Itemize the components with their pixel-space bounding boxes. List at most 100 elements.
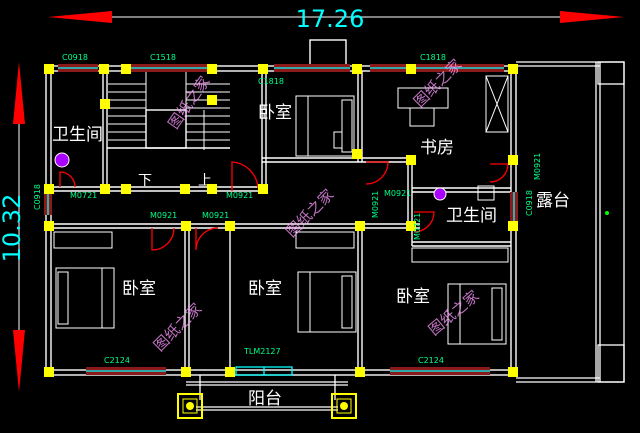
column	[258, 184, 268, 194]
watermarks: 图纸之家 图纸之家 图纸之家 图纸之家 图纸之家	[150, 56, 482, 355]
sink-right-icon	[433, 185, 495, 201]
column	[352, 149, 362, 159]
arrow-right-icon	[560, 11, 624, 23]
label-c1518: C1518	[150, 53, 176, 62]
label-c1818-top: C1818	[420, 53, 446, 62]
column	[225, 221, 235, 231]
arrow-down-icon	[13, 330, 25, 392]
label-m0921-b: M0921	[202, 211, 229, 220]
column	[100, 99, 110, 109]
column	[258, 64, 268, 74]
width-dimension-label: 17.26	[296, 5, 365, 33]
toilet-left-icon	[54, 152, 70, 168]
room-label-study: 书房	[420, 138, 454, 158]
balcony-post-right-icon	[331, 393, 357, 419]
column	[99, 64, 109, 74]
room-label-bathroom-left: 卫生间	[52, 125, 103, 145]
room-label-bedroom-mid: 卧室	[248, 279, 282, 299]
column	[121, 184, 131, 194]
label-m0921-right: M0921	[533, 153, 542, 180]
windows	[44, 64, 518, 376]
watermark: 图纸之家	[410, 56, 465, 111]
door-stair	[231, 161, 259, 191]
column	[121, 64, 131, 74]
window-bedroom-top	[274, 64, 350, 72]
label-tlm2127: TLM2127	[243, 347, 281, 356]
room-labels: 卫生间 卧室 书房 卫生间 露台 卧室 卧室 卧室 阳台	[52, 103, 570, 409]
wardrobe-icon	[53, 231, 509, 263]
watermark: 图纸之家	[425, 287, 483, 339]
column	[352, 64, 362, 74]
balcony-post-left-icon	[177, 393, 203, 419]
watermark: 图纸之家	[150, 300, 205, 355]
window-right-side	[510, 192, 518, 222]
arrow-up-icon	[13, 62, 25, 124]
window-stair	[128, 64, 208, 72]
column	[44, 367, 54, 377]
staircase	[108, 72, 230, 150]
column	[44, 221, 54, 231]
desk-icon	[397, 75, 509, 133]
terrace-corner-bottom	[597, 344, 625, 383]
door-labels: M0721 M0921 M0921 M0921 M0921 M0921 M092…	[70, 153, 542, 240]
door-bath-left	[59, 171, 76, 188]
label-c0918-right: C0918	[525, 190, 534, 216]
column	[207, 95, 217, 105]
column	[44, 184, 54, 194]
window-labels: C0918 C1518 C1818 C1818 C0918 C0918 C212…	[33, 53, 534, 365]
window-bottom-left	[86, 367, 166, 375]
door-bath-right	[413, 211, 435, 233]
balcony-outline	[186, 375, 348, 411]
room-label-bedroom-right: 卧室	[396, 287, 430, 307]
room-label-bedroom-left: 卧室	[122, 279, 156, 299]
label-c2124-left: C2124	[104, 356, 130, 365]
watermark: 图纸之家	[165, 73, 214, 132]
column	[355, 367, 365, 377]
terrace-corner-top	[597, 61, 625, 85]
stair-down-label: 下	[138, 173, 152, 189]
column	[44, 64, 54, 74]
column	[207, 64, 217, 74]
column	[508, 367, 518, 377]
terrace-drain-icon	[605, 211, 609, 215]
height-dimension-label: 10.32	[0, 194, 26, 263]
room-label-bathroom-right: 卫生间	[446, 206, 497, 226]
window-study	[370, 64, 504, 72]
column	[406, 64, 416, 74]
label-m0921-stair: M0921	[226, 191, 253, 200]
bed-right-icon	[447, 283, 507, 345]
sliding-door-balcony	[235, 366, 293, 376]
bed-mid-icon	[297, 271, 357, 333]
label-c0918-left: C0918	[33, 184, 42, 210]
door-terrace	[489, 163, 509, 183]
top-bump	[309, 39, 347, 67]
room-label-terrace: 露台	[536, 191, 570, 211]
bed-top-icon	[295, 95, 355, 157]
room-label-balcony: 阳台	[248, 389, 282, 409]
arrow-left-icon	[48, 11, 112, 23]
column	[508, 221, 518, 231]
column	[355, 221, 365, 231]
column	[207, 184, 217, 194]
window-top-left	[58, 64, 98, 72]
label-c2124-right: C2124	[418, 356, 444, 365]
door-study	[365, 161, 389, 185]
label-m0721-left: M0721	[70, 191, 97, 200]
label-m0721-bath: M0721	[413, 213, 422, 240]
bed-left-icon	[55, 267, 115, 329]
room-label-bedroom-top: 卧室	[258, 103, 292, 123]
label-c1818-room: C1818	[258, 77, 284, 86]
terrace-outline	[516, 61, 625, 383]
dimension-group: 17.26 10.32	[0, 5, 624, 392]
column	[180, 184, 190, 194]
label-m0921-c: M0921	[371, 191, 380, 218]
column	[406, 221, 416, 231]
furniture	[53, 75, 509, 345]
door-bedroom-mid	[195, 227, 219, 251]
column	[508, 155, 518, 165]
doors	[59, 161, 509, 251]
door-bedroom-left	[151, 227, 175, 251]
column	[181, 367, 191, 377]
column	[508, 64, 518, 74]
